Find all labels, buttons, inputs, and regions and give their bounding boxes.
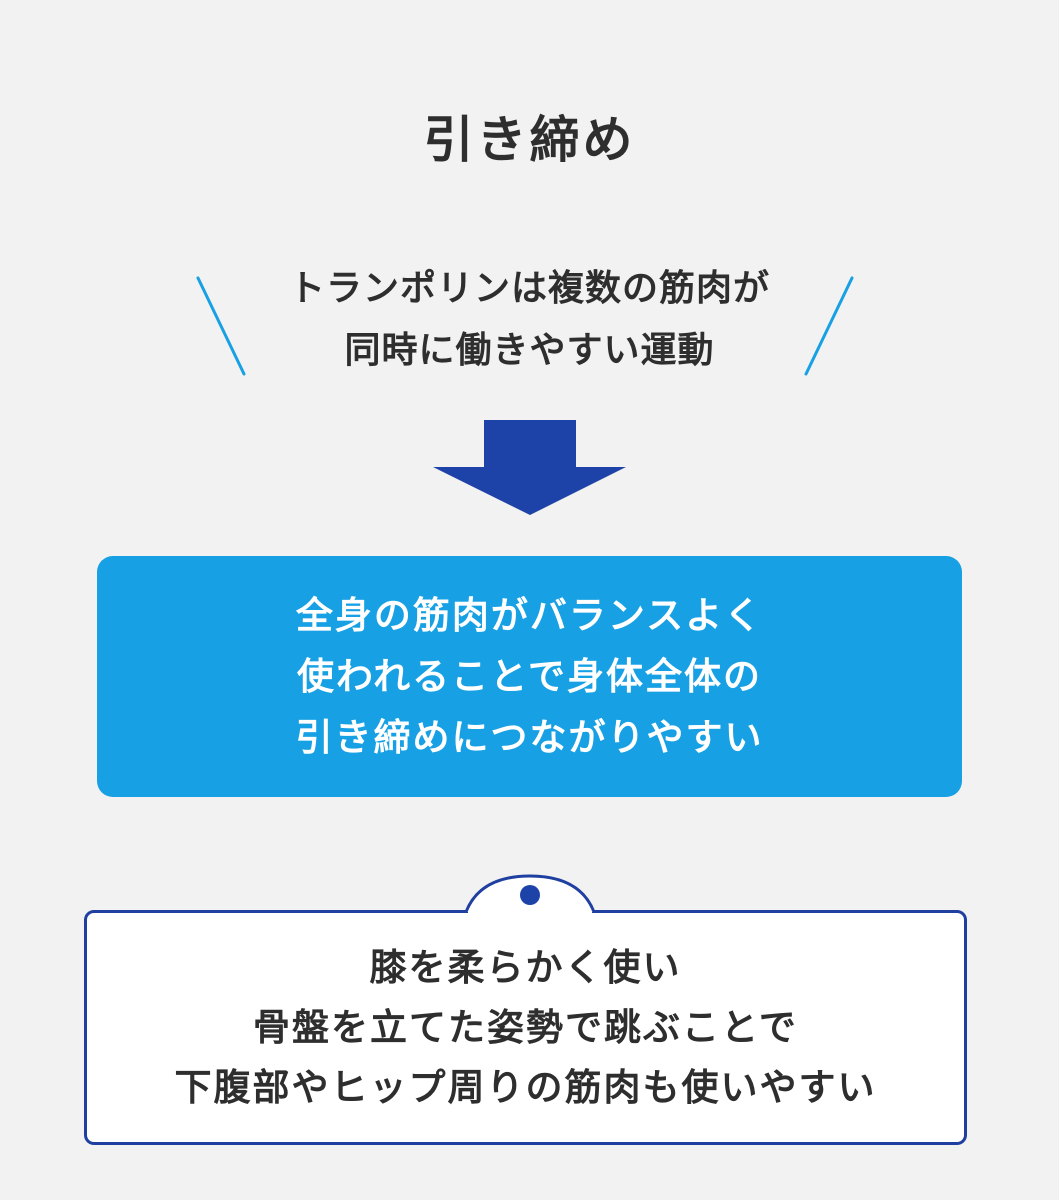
- tip-tab: [464, 874, 596, 916]
- result-line: 全身の筋肉がバランスよく: [295, 594, 764, 637]
- lead-line: トランポリンは複数の筋肉が: [288, 268, 770, 309]
- result-box: 全身の筋肉がバランスよく 使われることで身体全体の 引き締めにつながりやすい: [97, 556, 962, 797]
- pin-dot-icon: [520, 885, 540, 905]
- result-line: 引き締めにつながりやすい: [295, 716, 764, 759]
- left-slash-decoration: [196, 276, 246, 376]
- tip-line: 骨盤を立てた姿勢で跳ぶことで: [253, 1005, 798, 1049]
- decorations: [196, 276, 854, 515]
- tip-box: 膝を柔らかく使い 骨盤を立てた姿勢で跳ぶことで 下腹部やヒップ周りの筋肉も使いや…: [84, 910, 967, 1145]
- lead-text: トランポリンは複数の筋肉が 同時に働きやすい運動: [0, 258, 1059, 382]
- right-slash-decoration: [804, 276, 854, 376]
- page-title: 引き締め: [423, 111, 636, 169]
- down-arrow-icon: [433, 420, 626, 515]
- tip-line: 膝を柔らかく使い: [369, 945, 682, 989]
- tip-line: 下腹部やヒップ周りの筋肉も使いやすい: [174, 1065, 877, 1109]
- lead-line: 同時に働きやすい運動: [344, 330, 715, 371]
- result-line: 使われることで身体全体の: [296, 655, 763, 698]
